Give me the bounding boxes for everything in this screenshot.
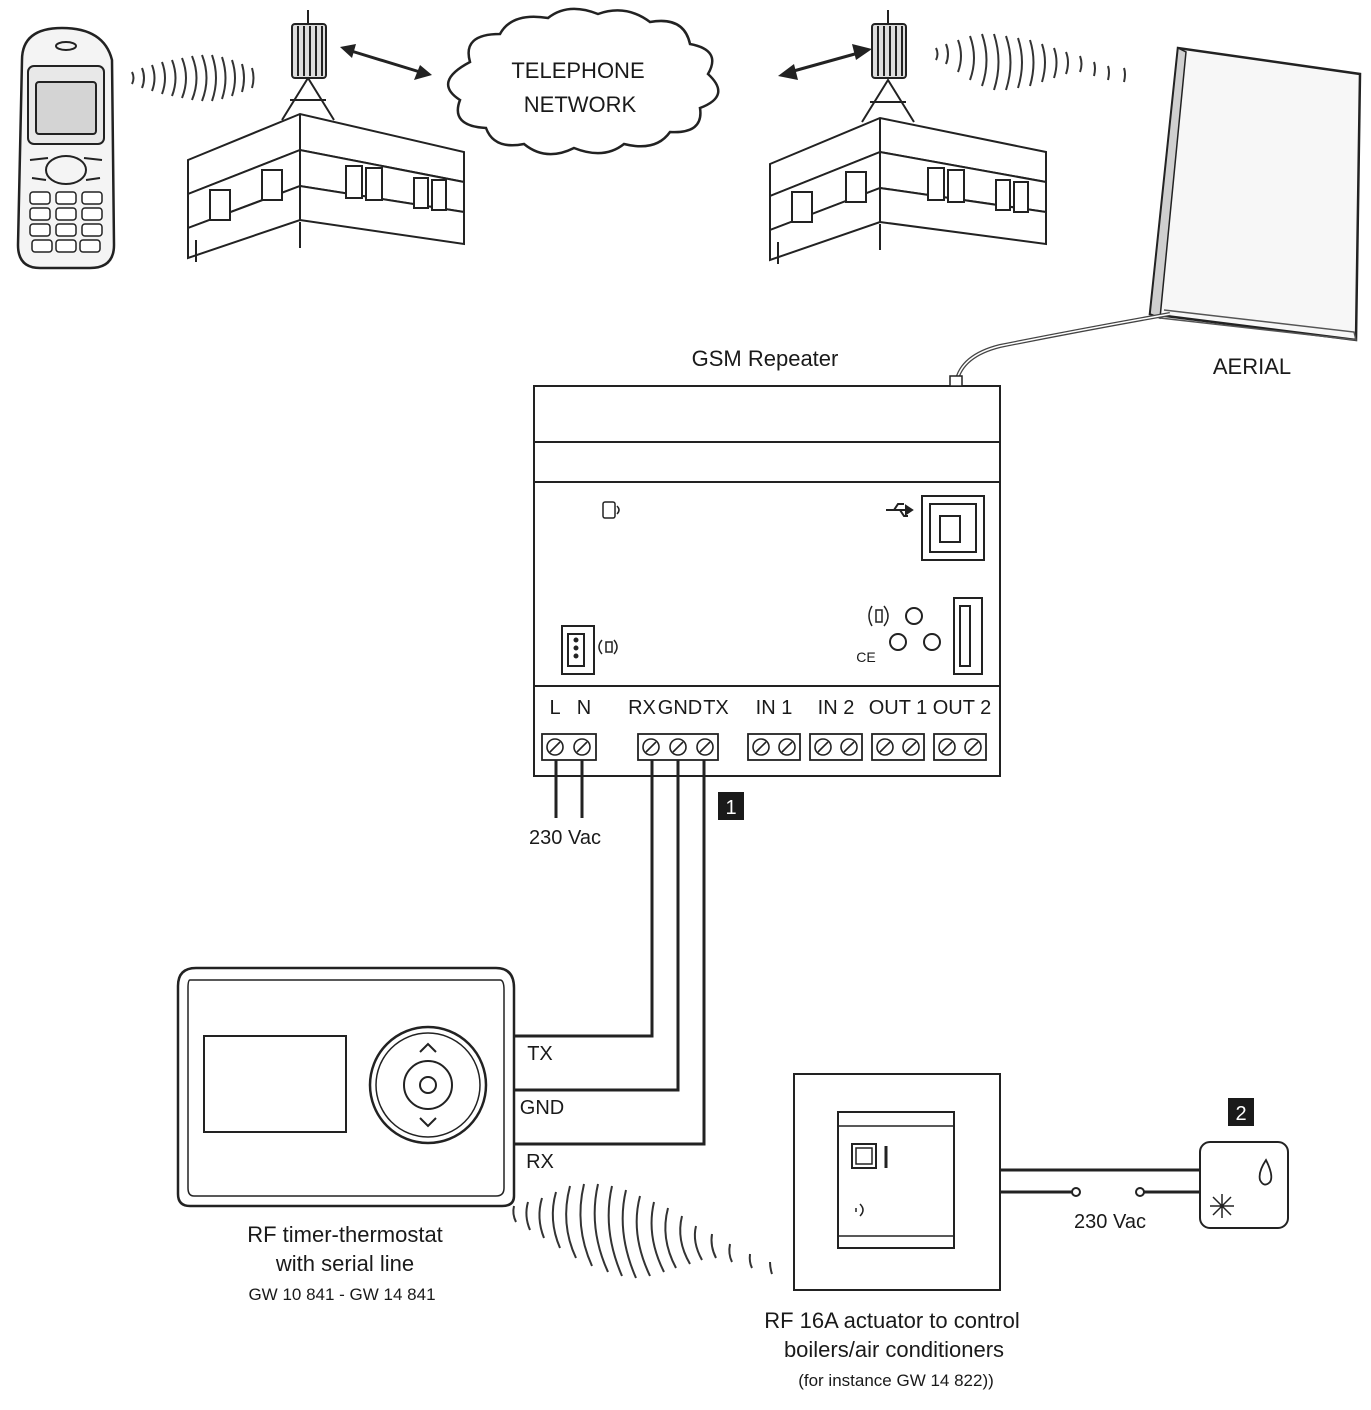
thermostat-wire-labels: TX GND RX [520,1043,564,1173]
actuator-label-line1: RF 16A actuator to control [764,1308,1020,1333]
rf-radio-waves-icon [512,1183,773,1279]
actuator-label-line2: boilers/air conditioners [784,1337,1004,1362]
mobile-phone-icon [16,26,116,270]
phone-radio-waves-icon [131,54,255,102]
right-link-arrow [778,44,872,80]
actuator-example-code: (for instance GW 14 822)) [798,1371,994,1390]
usb-icon [886,503,914,517]
actuator-output-wires [1000,1168,1200,1194]
aerial-radio-waves-icon [935,33,1126,91]
serial-line-wires [512,760,706,1146]
terminal-label-n: N [577,697,591,719]
screw-slot [817,741,829,753]
aerial-antenna-icon [954,46,1362,385]
terminal-label-in2: IN 2 [818,697,855,719]
thermostat-label-line1: RF timer-thermostat [247,1222,443,1247]
status-led [889,607,941,651]
screw-slot [967,741,979,753]
screw-slot [843,741,855,753]
sim-card-icon [602,501,620,519]
terminal-label-in1: IN 1 [756,697,793,719]
right-connector-port[interactable] [953,597,983,675]
screw-slot [755,741,767,753]
left-link-arrow [340,44,432,80]
terminal-label-l: L [549,697,560,719]
screw-slot [699,741,711,753]
power-supply-wires [554,760,584,818]
network-label-line2: NETWORK [524,92,637,117]
usb-port[interactable] [921,495,985,561]
switch-contact-a [1071,1187,1081,1197]
left-building-icon [187,10,465,262]
rf-thermostat-device [176,966,516,1208]
ce-mark: CE [856,649,875,665]
power-supply-label: 230 Vac [529,827,601,849]
thermostat-label-line2: with serial line [275,1251,414,1276]
wire-label-tx: TX [527,1043,553,1065]
switch-contact-b [1135,1187,1145,1197]
callout-badge-1: 1 [718,792,744,820]
terminal-label-tx: TX [703,697,729,719]
svg-text:2: 2 [1235,1103,1246,1125]
terminal-label-gnd: GND [658,697,702,719]
left-connector-port[interactable] [561,625,595,675]
network-label-line1: TELEPHONE [511,58,644,83]
actuator-power-label: 230 Vac [1074,1211,1146,1233]
terminal-labels: L N RX GND TX IN 1 IN 2 OUT 1 OUT 2 [549,697,991,719]
repeater-title: GSM Repeater [692,346,839,371]
screw-slot [576,741,588,753]
rf-actuator-device [793,1073,1001,1291]
telephone-network-cloud: TELEPHONE NETWORK [447,7,720,156]
terminal-label-out2: OUT 2 [933,697,992,719]
callout-badge-2: 2 [1228,1098,1254,1126]
screw-slot [549,741,561,753]
boiler-ac-unit-icon [1199,1141,1289,1229]
right-wireless-icon [868,605,889,627]
gsm-repeater-device [533,375,1001,777]
screw-slot [781,741,793,753]
screw-slot [879,741,891,753]
terminal-label-out1: OUT 1 [869,697,928,719]
wire-label-gnd: GND [520,1097,564,1119]
wire-label-rx: RX [526,1151,554,1173]
svg-text:1: 1 [725,797,736,819]
screw-slot [672,741,684,753]
screw-slot [645,741,657,753]
screw-slot [905,741,917,753]
right-building-icon [769,10,1047,264]
aerial-label: AERIAL [1213,354,1291,379]
screw-slot [941,741,953,753]
terminal-screws[interactable] [546,738,982,756]
thermostat-model-codes: GW 10 841 - GW 14 841 [248,1285,435,1304]
wireless-signal-icon [598,639,618,655]
terminal-label-rx: RX [628,697,656,719]
